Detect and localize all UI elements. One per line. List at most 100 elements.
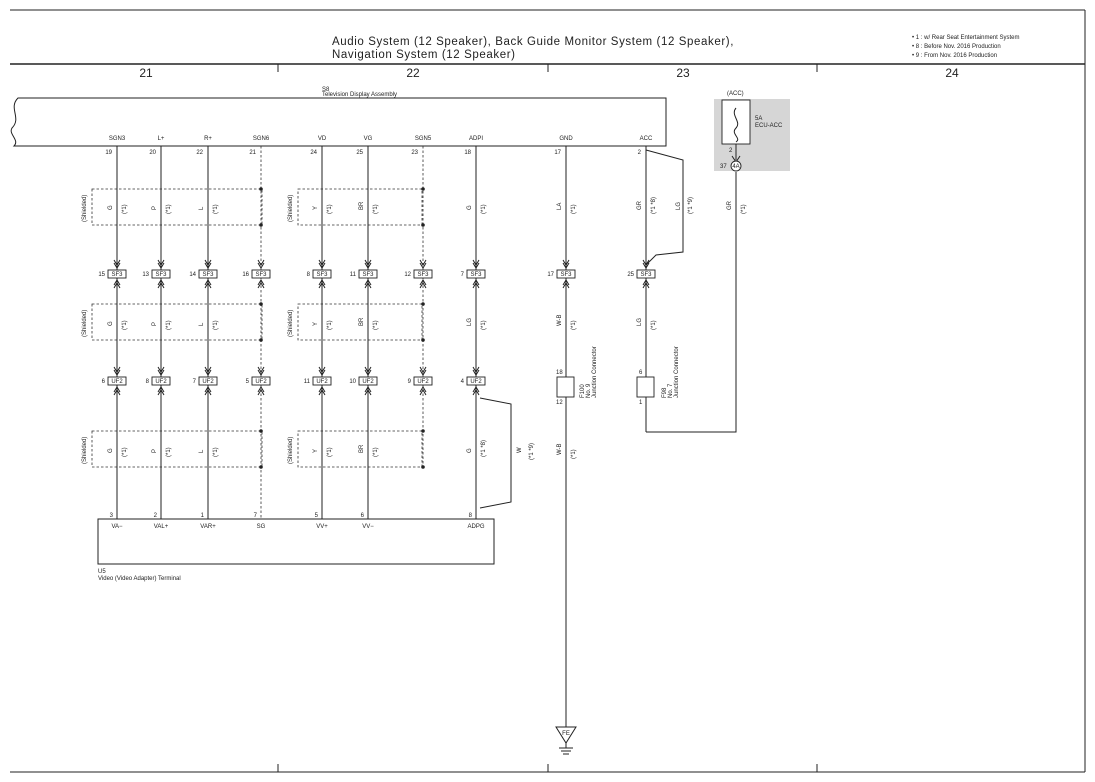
wire-8-branch-note: (*1 *9) xyxy=(529,443,535,460)
junction-connector-f100: 18 12 F100 No. 9 Junction Connector xyxy=(556,346,598,406)
u5-name: Video (Video Adapter) Terminal xyxy=(98,576,181,582)
wire-1-color-2: G xyxy=(108,321,114,326)
wire-3-sf3-mating-arrow xyxy=(204,279,212,289)
wire-1-u5-signal: VA− xyxy=(111,524,123,530)
wire-4-s8-pin: 21 xyxy=(249,150,256,156)
wire-8-color-3: G xyxy=(467,448,473,453)
wire-5-uf2-pin: 11 xyxy=(304,379,311,385)
wire-5-note-1: (*1) xyxy=(327,204,333,214)
wire-3-uf2-mating-arrow xyxy=(204,386,212,396)
wire-8-s8-signal: ADPI xyxy=(469,136,483,142)
wire-2-note-2: (*1) xyxy=(166,320,172,330)
wire-8-color-2: LG xyxy=(467,318,473,326)
shielded-label: (Shielded) xyxy=(82,310,88,337)
wire-5-s8-signal: VD xyxy=(318,136,327,142)
diagram-frame xyxy=(10,9,1086,773)
note-9: • 9 : From Nov. 2016 Production xyxy=(912,53,997,59)
wire-10-sf3-mating-arrow xyxy=(642,259,650,269)
wire-1-s8-signal: SGN3 xyxy=(109,136,126,142)
wire-3-uf2-pin: 7 xyxy=(193,379,197,385)
wire-3-color-2: L xyxy=(199,322,205,326)
wire-8-u5-signal: ADPG xyxy=(467,524,484,530)
f98-pin-bottom: 1 xyxy=(639,400,643,406)
wire-3-u5-pin: 1 xyxy=(201,513,205,519)
wire-2-uf2-connector-label: UF2 xyxy=(155,379,167,385)
wire-4-uf2-mating-arrow xyxy=(257,386,265,396)
wire-7-s8-pin: 23 xyxy=(411,150,418,156)
wire-9-note-2: (*1) xyxy=(571,320,577,330)
wire-2-s8-pin: 20 xyxy=(149,150,156,156)
wire-2-uf2-mating-arrow xyxy=(157,386,165,396)
wire-group: SGN319G(*1)SF315G(*1)UF26G(*1)3VA−L+20P(… xyxy=(98,136,747,530)
wire-8-note-3: (*1 *8) xyxy=(481,440,487,457)
wire-10-color-2: LG xyxy=(637,318,643,326)
wire-5-u5-pin: 5 xyxy=(315,513,319,519)
wire-10-s8-pin: 2 xyxy=(638,150,642,156)
wire-3-sf3-connector xyxy=(198,269,218,279)
wire-6-uf2-connector xyxy=(358,376,378,386)
wire-2-s8-signal: L+ xyxy=(158,136,165,142)
wire-6-u5-signal: VV− xyxy=(362,524,374,530)
wire-2-u5-pin: 2 xyxy=(154,513,158,519)
wire-5-s8-pin: 24 xyxy=(310,150,317,156)
wire-2-uf2-mating-arrow xyxy=(157,366,165,376)
wire-5-color-1: Y xyxy=(313,206,319,210)
wire-9-sf3-connector-label: SF3 xyxy=(560,272,572,278)
shielded-label: (Shielded) xyxy=(288,437,294,464)
wire-9-sf3-pin: 17 xyxy=(547,272,554,278)
wire-5-color-3: Y xyxy=(313,449,319,453)
wire-8-sf3-connector-label: SF3 xyxy=(470,272,482,278)
wire-5-sf3-pin: 8 xyxy=(307,272,311,278)
wire-4-u5-signal: SG xyxy=(257,524,266,530)
wire-1-note-3: (*1) xyxy=(122,447,128,457)
wire-5-u5-signal: VV+ xyxy=(316,524,328,530)
wire-8-note-2: (*1) xyxy=(481,320,487,330)
shielded-label: (Shielded) xyxy=(82,437,88,464)
wire-3-note-1: (*1) xyxy=(213,204,219,214)
wire-10-color-1: GR xyxy=(637,200,643,210)
wire-6-color-2: BR xyxy=(359,317,365,326)
shielded-label: (Shielded) xyxy=(288,310,294,337)
wire-7-uf2-connector xyxy=(413,376,433,386)
shield-groups xyxy=(91,188,423,468)
wire-1-uf2-pin: 6 xyxy=(102,379,106,385)
junction-block-id: 4A xyxy=(732,164,739,170)
wire-6-uf2-mating-arrow xyxy=(364,386,372,396)
wire-4-sf3-connector xyxy=(251,269,271,279)
wire-7-s8-signal: SGN5 xyxy=(415,136,432,142)
wire-7-sf3-pin: 12 xyxy=(404,272,411,278)
wire-4-sf3-connector-label: SF3 xyxy=(255,272,267,278)
wire-5-sf3-connector-label: SF3 xyxy=(316,272,328,278)
wire-4-uf2-connector xyxy=(251,376,271,386)
wire-6-sf3-connector xyxy=(358,269,378,279)
wire-1-note-1: (*1) xyxy=(122,204,128,214)
wire-9-sf3-mating-arrow xyxy=(562,279,570,289)
grid-column-22: 22 xyxy=(406,66,420,80)
wire-5-uf2-mating-arrow xyxy=(318,386,326,396)
wire-3-uf2-connector-label: UF2 xyxy=(202,379,214,385)
wire-1-color-1: G xyxy=(108,205,114,210)
fuse-name: ECU-ACC xyxy=(755,123,783,129)
note-1: • 1 : w/ Rear Seat Entertainment System xyxy=(912,35,1019,41)
wire-9-sf3-connector xyxy=(556,269,576,279)
fuse-supply: (ACC) xyxy=(727,91,744,97)
wire-7-sf3-connector xyxy=(413,269,433,279)
wire-4-uf2-connector-label: UF2 xyxy=(255,379,267,385)
wire-10-note-2: (*1) xyxy=(651,320,657,330)
wire-7-sf3-mating-arrow xyxy=(419,259,427,269)
wire-10-branch-note: (*1 *9) xyxy=(688,197,694,214)
diagram-title-line2: Navigation System (12 Speaker) xyxy=(332,49,516,61)
wire-9-color-1: LA xyxy=(557,203,563,210)
wire-3-sf3-connector-label: SF3 xyxy=(202,272,214,278)
television-display-assembly: S8 Television Display Assembly xyxy=(10,87,667,147)
wire-1-uf2-mating-arrow xyxy=(113,366,121,376)
wire-2-color-1: P xyxy=(152,206,158,210)
wire-3-uf2-connector xyxy=(198,376,218,386)
wire-6-color-1: BR xyxy=(359,201,365,210)
wire-1-note-2: (*1) xyxy=(122,320,128,330)
wire-10-sf3-mating-arrow xyxy=(642,279,650,289)
s8-name: Television Display Assembly xyxy=(322,92,397,98)
wire-2-u5-signal: VAL+ xyxy=(154,524,169,530)
wire-1-s8-pin: 19 xyxy=(105,150,112,156)
wire-6-note-3: (*1) xyxy=(373,447,379,457)
